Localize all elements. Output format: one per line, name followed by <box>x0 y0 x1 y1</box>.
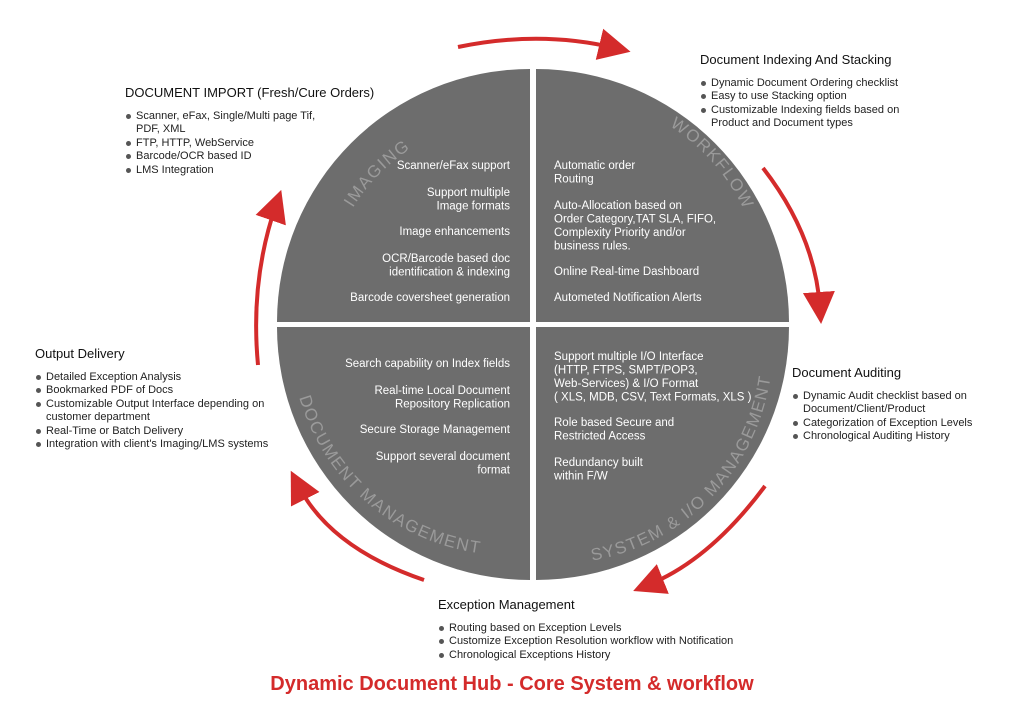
cycle-arrow-bottom-left <box>290 470 425 582</box>
quadrant-item: Online Real-time Dashboard <box>554 266 699 278</box>
block-title-output-delivery: Output Delivery <box>35 346 125 361</box>
block-title-exception-management: Exception Management <box>438 597 575 612</box>
block-output-delivery: Output Delivery Detailed Exception Analy… <box>35 347 305 452</box>
bullet-item: Chronological Exceptions History <box>438 649 798 663</box>
cycle-arrow-left <box>254 189 286 366</box>
bullet-item: Categorization of Exception Levels <box>792 417 1012 431</box>
quadrant-items-document-management: Search capability on Index fieldsReal-ti… <box>345 358 511 477</box>
quadrant-item: Secure Storage Management <box>360 424 511 436</box>
quadrant-item: Scanner/eFax support <box>397 160 511 172</box>
bullet-item: Integration with client's Imaging/LMS sy… <box>35 438 305 452</box>
block-document-auditing: Document Auditing Dynamic Audit checklis… <box>792 366 1012 444</box>
cycle-arrow-right <box>761 166 835 324</box>
quadrant-document-management <box>277 327 530 580</box>
quadrant-workflow <box>536 69 789 322</box>
bullet-item: Barcode/OCR based ID <box>125 150 395 164</box>
quadrant-system-io <box>536 327 789 580</box>
quadrant-imaging <box>277 69 530 322</box>
block-title-document-import: DOCUMENT IMPORT (Fresh/Cure Orders) <box>125 85 375 100</box>
quadrant-item: Image enhancements <box>399 226 510 238</box>
bullet-item: Chronological Auditing History <box>792 430 1012 444</box>
quadrant-item: Support multiple I/O Interface(HTTP, FTP… <box>554 351 752 404</box>
block-list-document-import: Scanner, eFax, Single/Multi page Tif,PDF… <box>125 110 395 178</box>
bullet-item: Routing based on Exception Levels <box>438 622 798 636</box>
block-indexing-stacking: Document Indexing And Stacking Dynamic D… <box>700 53 950 131</box>
cycle-arrow-bottom-right <box>633 484 767 594</box>
bullet-item: LMS Integration <box>125 164 395 178</box>
bullet-item: Detailed Exception Analysis <box>35 371 305 385</box>
bullet-item: Customizable Output Interface depending … <box>35 398 305 425</box>
block-exception-management: Exception Management Routing based on Ex… <box>438 598 798 662</box>
quadrant-items-system-io: Support multiple I/O Interface(HTTP, FTP… <box>553 351 752 483</box>
diagram-title: Dynamic Document Hub - Core System & wor… <box>270 673 754 695</box>
bullet-item: Dynamic Document Ordering checklist <box>700 77 950 91</box>
block-title-indexing-stacking: Document Indexing And Stacking <box>700 52 892 67</box>
cycle-arrow-top <box>457 28 631 60</box>
block-document-import: DOCUMENT IMPORT (Fresh/Cure Orders) Scan… <box>125 86 395 177</box>
block-title-document-auditing: Document Auditing <box>792 365 902 380</box>
bullet-item: Scanner, eFax, Single/Multi page Tif,PDF… <box>125 110 395 137</box>
quadrant-item: Autometed Notification Alerts <box>554 292 702 304</box>
bullet-item: FTP, HTTP, WebService <box>125 137 395 151</box>
quadrant-item: Search capability on Index fields <box>345 358 510 370</box>
bullet-item: Easy to use Stacking option <box>700 90 950 104</box>
bullet-item: Bookmarked PDF of Docs <box>35 384 305 398</box>
bullet-item: Customize Exception Resolution workflow … <box>438 635 798 649</box>
bullet-item: Real-Time or Batch Delivery <box>35 425 305 439</box>
quadrant-item: Barcode coversheet generation <box>350 292 510 304</box>
